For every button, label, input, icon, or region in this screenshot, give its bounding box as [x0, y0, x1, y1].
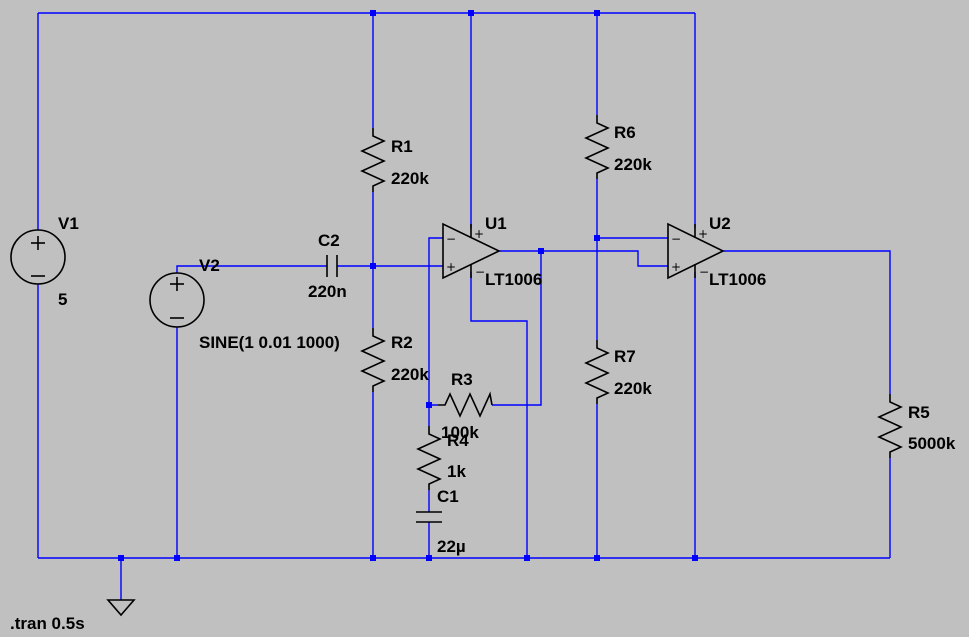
u2-value: LT1006 — [709, 270, 766, 289]
resistor-r3[interactable]: R3 100k — [438, 370, 493, 442]
r4-value: 1k — [447, 462, 466, 481]
r1-value: 220k — [391, 169, 429, 188]
resistor-r2[interactable]: R2 220k — [360, 328, 429, 392]
u1-value: LT1006 — [485, 270, 542, 289]
c2-value: 220n — [308, 282, 347, 301]
r6-value: 220k — [614, 155, 652, 174]
minus-input-sign: − — [446, 232, 456, 246]
junction-dot — [370, 10, 376, 16]
r7-name: R7 — [614, 347, 636, 366]
v1-name: V1 — [58, 214, 79, 233]
junction-dot — [524, 555, 530, 561]
u1-name: U1 — [485, 214, 507, 233]
junction-dot — [174, 555, 180, 561]
junction-dot — [538, 248, 544, 254]
resistor-icon — [877, 394, 903, 458]
voltage-source-icon — [149, 272, 205, 328]
r4-name: R4 — [447, 431, 469, 450]
plus-input-sign: + — [671, 260, 681, 274]
wire-v2-top — [176, 265, 327, 275]
r2-value: 220k — [391, 365, 429, 384]
ground-symbol[interactable] — [106, 599, 136, 617]
resistor-icon — [416, 426, 442, 490]
resistor-r6[interactable]: R6 220k — [584, 115, 652, 179]
minus-supply-sign: − — [699, 265, 709, 279]
wire-u1-minus-feedback — [428, 237, 443, 406]
c1-value: 22µ — [437, 537, 466, 556]
r3-name: R3 — [451, 370, 473, 389]
resistor-icon — [438, 391, 493, 418]
u2-name: U2 — [709, 214, 731, 233]
resistor-r4[interactable]: R4 1k — [416, 426, 469, 490]
junction-dot — [594, 235, 600, 241]
v2-name: V2 — [199, 256, 220, 275]
junction-dot — [118, 555, 124, 561]
resistor-r7[interactable]: R7 220k — [584, 340, 652, 404]
ground-icon — [106, 599, 136, 617]
wire-u1-output — [499, 250, 668, 267]
junction-dot — [692, 555, 698, 561]
r7-value: 220k — [614, 379, 652, 398]
plus-supply-sign: + — [698, 227, 708, 241]
plus-supply-sign: + — [474, 227, 484, 241]
wire-u1-ground — [470, 272, 528, 558]
c2-name: C2 — [318, 231, 340, 250]
voltage-source-icon — [10, 229, 66, 285]
r2-name: R2 — [391, 333, 413, 352]
minus-supply-sign: − — [475, 265, 485, 279]
opamp-u1[interactable]: − + + − U1 LT1006 — [442, 214, 542, 289]
opamp-u2[interactable]: − + + − U2 LT1006 — [667, 214, 766, 289]
minus-input-sign: − — [671, 232, 681, 246]
c1-name: C1 — [437, 487, 459, 506]
junction-dot — [426, 402, 432, 408]
resistor-r5[interactable]: R5 5000k — [877, 394, 956, 458]
r5-value: 5000k — [908, 434, 956, 453]
capacitor-c2[interactable]: C2 220n — [308, 231, 347, 301]
r5-name: R5 — [908, 403, 930, 422]
junction-dot — [370, 263, 376, 269]
resistor-icon — [360, 128, 386, 192]
r1-name: R1 — [391, 137, 413, 156]
capacitor-c1[interactable]: C1 22µ — [416, 487, 466, 556]
resistor-icon — [360, 328, 386, 392]
junction-dot — [594, 10, 600, 16]
r3-value: 100k — [441, 423, 479, 442]
junction-dot — [594, 555, 600, 561]
resistor-icon — [584, 115, 610, 179]
plus-input-sign: + — [446, 260, 456, 274]
resistor-r1[interactable]: R1 220k — [360, 128, 429, 192]
spice-directive[interactable]: .tran 0.5s — [10, 614, 85, 633]
wire-u2-output — [723, 250, 891, 394]
resistor-icon — [584, 340, 610, 404]
junctions — [118, 10, 698, 561]
v2-value: SINE(1 0.01 1000) — [199, 333, 340, 352]
v1-value: 5 — [58, 290, 67, 309]
junction-dot — [370, 555, 376, 561]
junction-dot — [426, 555, 432, 561]
wire-r3-to-output — [492, 251, 542, 406]
voltage-source-v1[interactable]: V1 5 — [10, 214, 79, 309]
r6-name: R6 — [614, 123, 636, 142]
junction-dot — [468, 10, 474, 16]
voltage-source-v2[interactable]: V2 SINE(1 0.01 1000) — [149, 256, 340, 352]
